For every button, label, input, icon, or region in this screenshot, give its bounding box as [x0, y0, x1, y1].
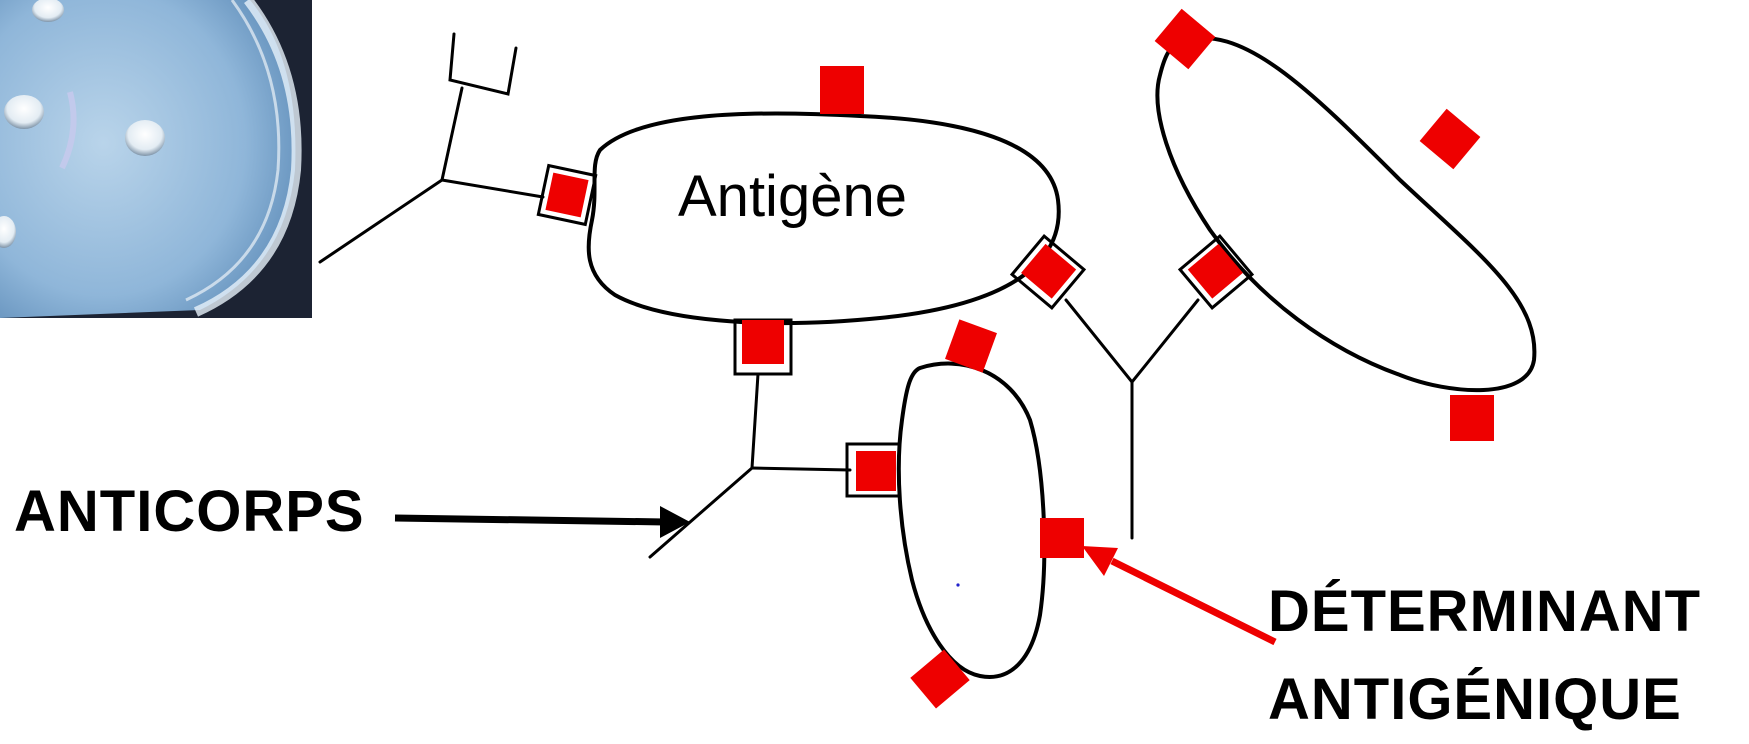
- antigen-body-2: [1155, 35, 1537, 393]
- antigen-antibody-diagram: [0, 0, 1537, 709]
- bound-site-3: [1177, 234, 1255, 310]
- antibody-label: ANTICORPS: [14, 479, 365, 544]
- well-icon: [32, 0, 64, 22]
- determinant-label: DÉTERMINANT ANTIGÉNIQUE: [1268, 568, 1701, 744]
- bound-site-5: [845, 442, 901, 498]
- free-determinants: [820, 8, 1494, 709]
- well-icon: [125, 120, 165, 156]
- well-icon: [0, 216, 16, 248]
- diagram-stage: Antigène ANTICORPS DÉTERMINANT ANTIGÉNIQ…: [0, 0, 1700, 732]
- antigen-body-1: [586, 111, 1061, 326]
- determinant-label-line1: DÉTERMINANT: [1268, 579, 1702, 644]
- bound-site-4: [733, 318, 793, 376]
- well-icon: [4, 95, 44, 129]
- antibody-3: [648, 372, 852, 559]
- antigen-body-3: [896, 361, 1047, 679]
- antibody-2: [1064, 298, 1200, 540]
- determinant-arrow: [1082, 546, 1277, 646]
- antibody-arrow: [394, 506, 690, 538]
- bound-site-1: [536, 163, 598, 227]
- precipitation-arc: [59, 91, 77, 170]
- bound-site-2: [1009, 234, 1087, 310]
- determinant-label-line2: ANTIGÉNIQUE: [1268, 667, 1682, 732]
- petri-dish-photo: [0, 0, 312, 318]
- antibody-1: [318, 32, 545, 264]
- antigen-label: Antigène: [678, 164, 907, 229]
